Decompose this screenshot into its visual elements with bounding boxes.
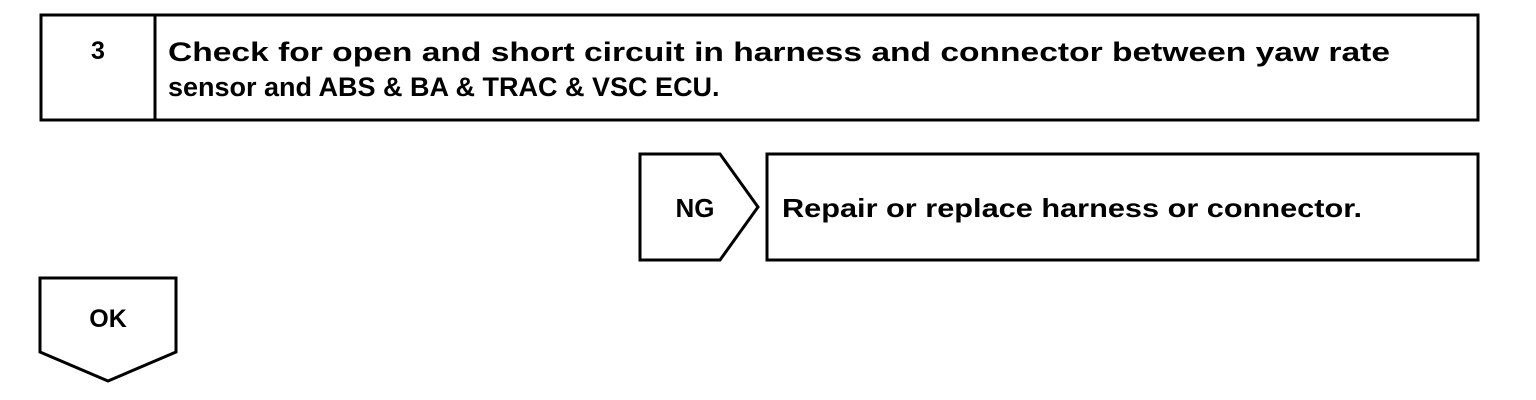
step-number: 3 (91, 37, 105, 65)
step-title-line-1: Check for open and short circuit in harn… (168, 37, 1390, 67)
step-box-frame (39, 13, 1480, 122)
step-box: 3 Check for open and short circuit in ha… (39, 13, 1480, 122)
ng-arrow-box (638, 152, 760, 262)
ok-arrow-box (38, 276, 178, 383)
ng-branch: NG Repair or replace harness or connecto… (638, 152, 1480, 262)
ng-action-box (765, 152, 1480, 262)
step-title-line-2: sensor and ABS & BA & TRAC & VSC ECU. (168, 72, 720, 102)
ok-label: OK (89, 305, 127, 333)
ng-label: NG (676, 193, 715, 223)
ok-branch: OK (38, 276, 178, 383)
ng-action-text: Repair or replace harness or connector. (782, 193, 1362, 223)
